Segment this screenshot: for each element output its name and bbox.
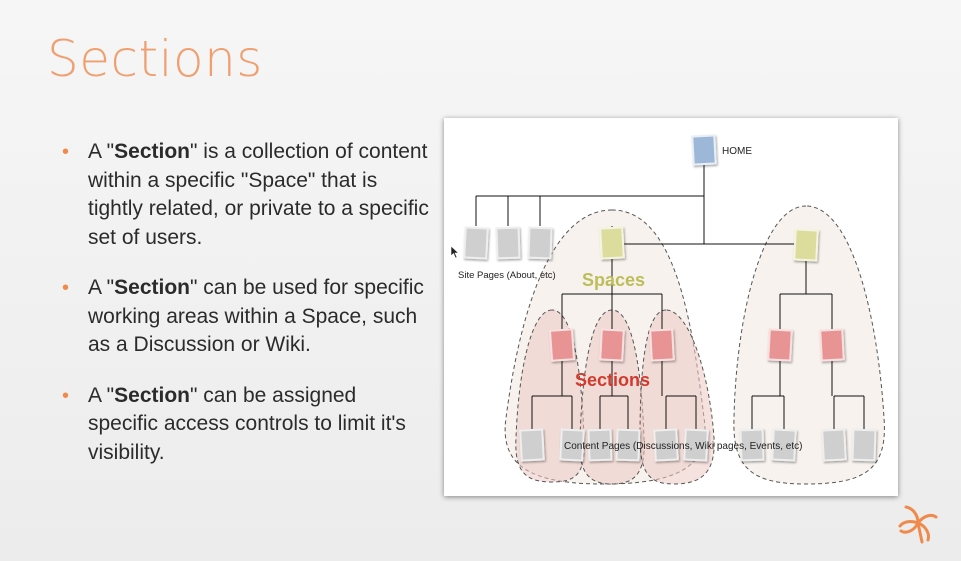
content-page-icon	[559, 428, 585, 462]
sections-label: Sections	[575, 370, 650, 390]
bullet-dot-icon: •	[62, 277, 70, 299]
content-page-icon	[851, 428, 877, 462]
bullet-item: • A "Section" is a collection of content…	[62, 138, 432, 252]
diagram-canvas: HOME Site Pages (About, etc) Spaces Sect…	[458, 134, 885, 485]
home-page-icon	[691, 134, 717, 166]
slide-title: Sections	[47, 30, 263, 88]
bullet-text: A "	[88, 383, 115, 407]
content-pages-label: Content Pages (Discussions, Wiki pages, …	[564, 441, 802, 452]
bullet-text: A "	[88, 140, 115, 163]
content-page-icon	[653, 428, 679, 462]
site-structure-diagram: HOME Site Pages (About, etc) Spaces Sect…	[444, 118, 898, 496]
tree-connectors	[475, 164, 865, 430]
content-page-icon	[519, 428, 545, 462]
section-page-icon	[548, 328, 576, 362]
site-page-icon	[527, 226, 553, 260]
bullet-text: " is a collection of content within a sp…	[88, 140, 429, 249]
space-page-icon	[793, 228, 819, 262]
content-page-icon	[683, 428, 709, 462]
section-page-icon	[649, 328, 675, 362]
bullet-bold: Section	[114, 276, 190, 299]
bullet-text: " can be assigned specific access contro…	[88, 383, 406, 464]
bullet-dot-icon: •	[62, 141, 70, 163]
content-page-icon	[821, 428, 847, 462]
content-page-icon	[739, 428, 765, 462]
site-page-icon	[495, 226, 521, 260]
bullet-text: A "	[88, 276, 115, 299]
bullet-item: • A "Section" can be used for specific w…	[62, 274, 432, 360]
home-label: HOME	[722, 146, 752, 157]
site-page-icon	[463, 226, 489, 260]
section-page-icon	[599, 328, 625, 362]
bullet-list: • A "Section" is a collection of content…	[62, 138, 432, 489]
site-pages-label: Site Pages (About, etc)	[458, 270, 556, 281]
spaces-label: Spaces	[582, 270, 645, 290]
content-page-icon	[587, 428, 613, 462]
bullet-bold: Section	[114, 383, 190, 407]
section-page-icon	[767, 328, 793, 362]
section-page-icon	[819, 328, 845, 362]
mouse-pointer-icon	[450, 245, 460, 259]
bullet-dot-icon: •	[62, 384, 70, 407]
space-region	[733, 205, 885, 485]
space-page-icon	[599, 226, 625, 260]
bullet-item: • A "Section" can be assigned specific a…	[62, 382, 432, 468]
content-page-icon	[615, 428, 641, 462]
starburst-logo-icon	[898, 505, 938, 544]
bullet-bold: Section	[114, 140, 190, 163]
content-page-icon	[771, 428, 797, 462]
bullet-text: " can be used for specific working areas…	[88, 276, 424, 356]
